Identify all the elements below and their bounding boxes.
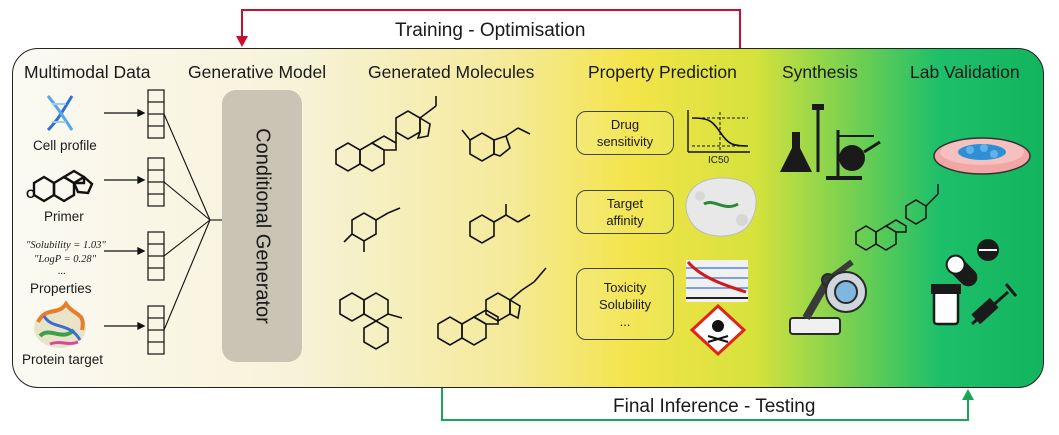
training-loop-arrow <box>241 9 741 48</box>
pills-icon <box>945 239 999 287</box>
embedding-vectors <box>147 89 165 355</box>
toxicity-hazard-icon <box>689 303 747 357</box>
stage-generated-molecules: Generated Molecules <box>368 62 535 82</box>
dose-response-chart-icon <box>687 110 750 153</box>
conditional-generator-box <box>222 90 302 362</box>
testing-loop-arrow <box>441 388 969 421</box>
prediction-toxicity-solubility: Toxicity Solubility ... <box>576 268 674 340</box>
bottle-icon <box>931 284 961 326</box>
ic50-label: IC50 <box>708 155 730 166</box>
stage-generative-model: Generative Model <box>188 62 327 82</box>
protein-surface-icon <box>685 177 757 237</box>
testing-arrowhead <box>962 389 974 400</box>
convergence-lines <box>163 113 222 331</box>
drug-line-2: sensitivity <box>596 134 654 149</box>
molecule-steroid-1 <box>335 96 437 172</box>
input-property-solubility: "Solubility = 1.03" <box>26 240 106 251</box>
flask-icon <box>780 104 824 172</box>
testing-loop-label: Final Inference - Testing <box>613 396 816 417</box>
input-property-logp: "LogP = 0.28" <box>34 254 97 265</box>
input-arrows <box>104 108 146 331</box>
tox-line-1: Toxicity <box>603 279 647 295</box>
target-line-1: Target <box>606 196 644 211</box>
molecule-steroid-2 <box>437 267 547 346</box>
input-label-primer: Primer <box>44 209 84 224</box>
training-loop-label: Training - Optimisation <box>395 20 586 41</box>
training-arrowhead <box>236 36 248 47</box>
molecule-dopamine <box>343 207 401 252</box>
synthesized-molecule <box>855 184 939 251</box>
molecule-serotonin <box>461 127 531 162</box>
prediction-target-affinity: Target affinity <box>576 190 674 234</box>
petri-dish-icon <box>933 137 1031 175</box>
stage-multimodal-data: Multimodal Data <box>24 62 151 82</box>
prediction-drug-sensitivity: Drug sensitivity <box>576 111 674 155</box>
conditional-generator-label: Conditional Generator <box>251 128 274 324</box>
protein-ribbon-icon <box>34 300 86 348</box>
input-label-properties: Properties <box>30 281 92 296</box>
stage-lab-validation: Lab Validation <box>910 62 1020 82</box>
syringe-icon <box>971 283 1018 326</box>
molecule-epinephrine <box>469 204 531 244</box>
pipeline-panel <box>12 48 1044 388</box>
target-line-2: affinity <box>606 213 644 228</box>
steroid-primer-icon: O <box>26 169 94 203</box>
stage-property-prediction: Property Prediction <box>588 62 737 82</box>
tox-line-3: ... <box>619 313 631 329</box>
drug-line-1: Drug <box>610 117 640 132</box>
robot-arm-icon <box>789 259 867 335</box>
svg-text:O: O <box>26 187 35 201</box>
distillation-icon <box>826 130 881 180</box>
tox-line-2: Solubility <box>598 296 652 312</box>
input-property-ellipsis: ... <box>58 266 66 277</box>
stage-synthesis: Synthesis <box>782 62 858 82</box>
dna-helix-icon <box>46 95 74 132</box>
solubility-chart-icon <box>686 260 748 302</box>
input-label-protein-target: Protein target <box>22 352 104 367</box>
input-label-cell-profile: Cell profile <box>33 138 97 153</box>
generated-molecules <box>335 96 547 350</box>
molecule-morphine <box>339 292 403 350</box>
